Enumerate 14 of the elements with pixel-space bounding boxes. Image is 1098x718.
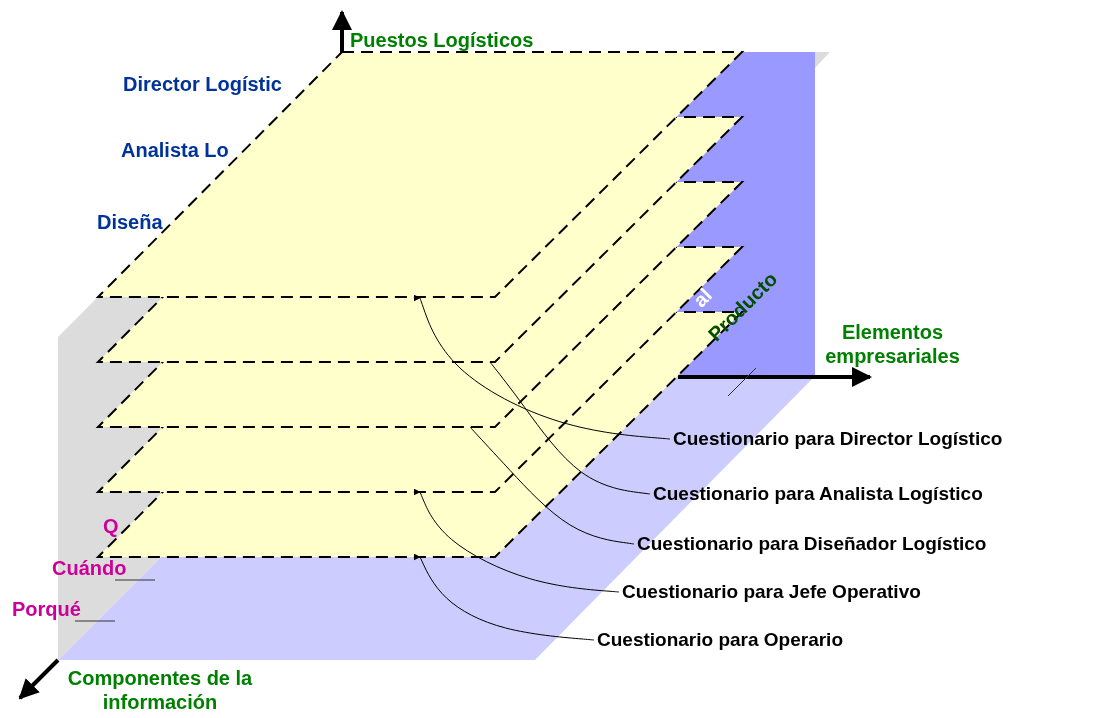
- questionnaire-label: Cuestionario para Jefe Operativo: [622, 580, 921, 604]
- role-label: Diseña: [97, 210, 163, 234]
- questionnaire-label: Cuestionario para Analista Logístico: [653, 482, 983, 506]
- role-label: Analista Lo: [121, 138, 229, 162]
- role-label: Director Logístic: [123, 72, 282, 96]
- axis-label: Componentes de la información: [66, 666, 254, 714]
- questionnaire-label: Cuestionario para Director Logístico: [673, 427, 1003, 451]
- component-label: Q: [103, 514, 119, 538]
- axis-label: Elementos empresariales: [824, 320, 961, 368]
- questionnaire-label: Cuestionario para Diseñador Logístico: [637, 532, 987, 556]
- component-label: Cuándo: [52, 556, 127, 580]
- axis-label: Puestos Logísticos: [350, 28, 534, 52]
- component-label: Porqué: [12, 597, 81, 621]
- questionnaire-label: Cuestionario para Operario: [597, 628, 843, 652]
